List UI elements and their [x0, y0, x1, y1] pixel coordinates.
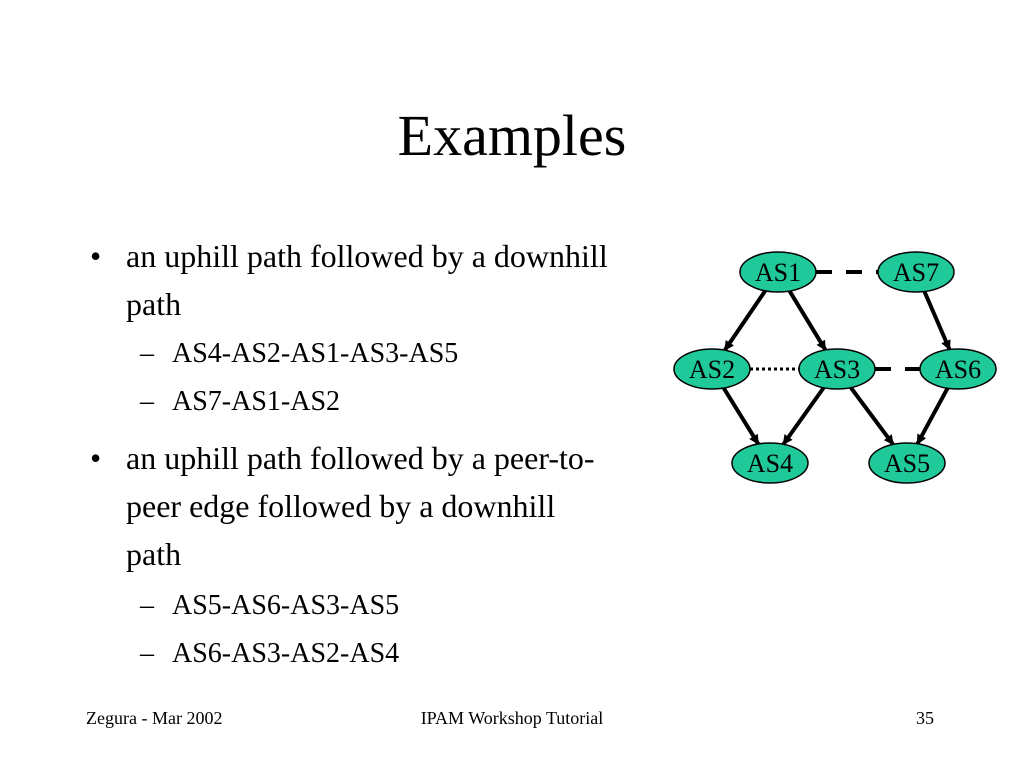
node-label: AS7 [893, 258, 939, 287]
edge-as6-as5 [915, 387, 950, 445]
node-label: AS5 [884, 449, 930, 478]
edge-as2-as4 [722, 386, 760, 446]
page-number: 35 [916, 708, 934, 728]
edge-as1-as3 [787, 290, 828, 351]
node-label: AS6 [935, 355, 981, 384]
node-as3: AS3 [798, 348, 876, 390]
node-label: AS2 [689, 355, 735, 384]
footer-event: IPAM Workshop Tutorial [420, 708, 604, 728]
slide-title: Examples [397, 103, 627, 168]
node-as6: AS6 [919, 348, 997, 390]
node-as4: AS4 [731, 442, 809, 484]
edge-as7-as6 [922, 290, 952, 351]
node-ellipse [798, 348, 876, 390]
node-ellipse [731, 442, 809, 484]
edge-as1-as2 [723, 289, 767, 352]
node-ellipse [877, 251, 955, 293]
node-as1: AS1 [739, 251, 817, 293]
node-as5: AS5 [868, 442, 946, 484]
node-as7: AS7 [877, 251, 955, 293]
node-label: AS4 [747, 449, 793, 478]
edge-as3-as5 [849, 386, 895, 446]
node-ellipse [739, 251, 817, 293]
node-ellipse [868, 442, 946, 484]
edge-as3-as4 [781, 386, 826, 446]
edges-layer [722, 270, 952, 446]
node-as2: AS2 [673, 348, 751, 390]
node-ellipse [673, 348, 751, 390]
node-ellipse [919, 348, 997, 390]
node-label: AS1 [755, 258, 801, 287]
footer-author-date: Zegura - Mar 2002 [86, 708, 223, 728]
node-label: AS3 [814, 355, 860, 384]
